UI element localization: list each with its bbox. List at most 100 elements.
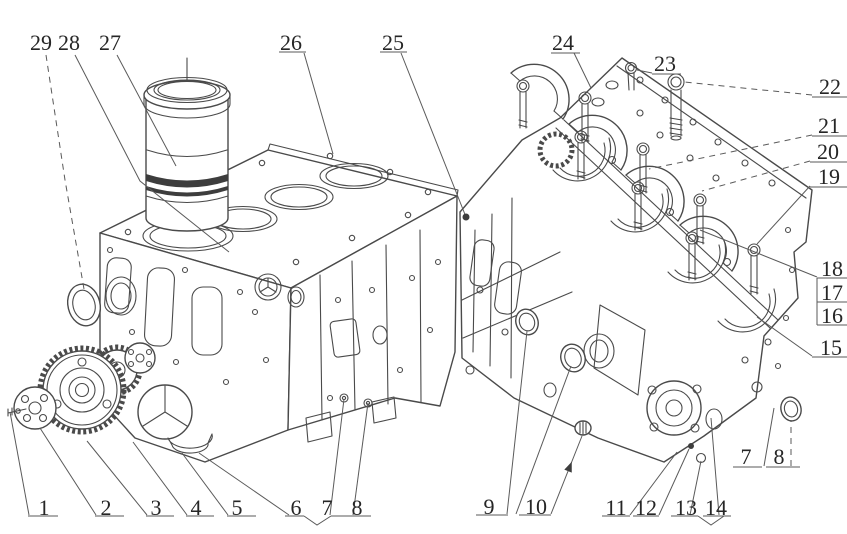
bearing-cap bbox=[679, 215, 761, 295]
callout-number: 28 bbox=[58, 30, 80, 55]
callout-14: 14 bbox=[703, 417, 731, 520]
callout-18: 18 bbox=[699, 229, 847, 281]
callout-number: 9 bbox=[484, 494, 495, 519]
callout-8: 8 bbox=[346, 402, 371, 520]
bearing-cap bbox=[537, 114, 650, 194]
callout-6: 6 bbox=[198, 452, 304, 520]
callout-number: 26 bbox=[280, 30, 302, 55]
crankcase-left-face bbox=[461, 197, 646, 398]
leader-line bbox=[303, 52, 334, 155]
pan-rail-plate bbox=[555, 65, 807, 329]
main-bearing-caps bbox=[510, 63, 761, 295]
callout-4: 4 bbox=[132, 441, 214, 520]
leader-line bbox=[689, 460, 702, 516]
callout-8b: 8 bbox=[766, 420, 800, 469]
callout-number: 16 bbox=[821, 303, 843, 328]
callout-19: 19 bbox=[756, 164, 847, 245]
leader-line bbox=[648, 134, 813, 170]
callout-number: 7 bbox=[741, 444, 752, 469]
leader-line bbox=[198, 452, 290, 516]
callout-3: 3 bbox=[86, 440, 174, 520]
callout-number: 23 bbox=[654, 51, 676, 76]
callout-number: 13 bbox=[675, 495, 697, 520]
oil-pump bbox=[646, 380, 723, 464]
seal-ring-29 bbox=[66, 283, 102, 327]
leader-line bbox=[132, 441, 188, 516]
block-side-face bbox=[287, 195, 458, 443]
callout-number: 14 bbox=[705, 495, 727, 520]
leader-line bbox=[515, 365, 572, 515]
dowel-pin bbox=[7, 407, 27, 417]
leader-line bbox=[701, 160, 811, 192]
leader-line bbox=[573, 52, 592, 89]
leader-line bbox=[763, 407, 775, 467]
right-engine-block bbox=[459, 57, 813, 463]
leader-line bbox=[74, 54, 230, 253]
leader-line bbox=[181, 452, 229, 516]
callout-number: 1 bbox=[39, 495, 50, 520]
callout-number: 20 bbox=[817, 139, 839, 164]
callout-10: 10 bbox=[519, 435, 583, 519]
callout-1: 1 bbox=[9, 411, 58, 520]
leader-line bbox=[699, 229, 818, 278]
callout-number: 25 bbox=[382, 30, 404, 55]
callout-number: 17 bbox=[821, 280, 843, 305]
leader-line bbox=[45, 54, 85, 290]
callout-25: 25 bbox=[380, 30, 470, 221]
leader-line bbox=[352, 402, 369, 516]
callout-17: 17 bbox=[817, 280, 847, 305]
callout-16: 16 bbox=[817, 303, 847, 328]
seal-ring-8 bbox=[780, 396, 802, 422]
cylinder-liner bbox=[143, 57, 231, 232]
leader-line bbox=[86, 440, 148, 516]
cup-plug bbox=[574, 420, 592, 436]
callout-28: 28 bbox=[58, 30, 230, 253]
callout-number: 18 bbox=[821, 256, 843, 281]
callout-23: 23 bbox=[636, 51, 681, 76]
callout-number: 8 bbox=[352, 495, 363, 520]
bearing-cap bbox=[625, 165, 707, 245]
callout-21: 21 bbox=[648, 113, 847, 170]
callout-number: 22 bbox=[819, 74, 841, 99]
callout-bracket bbox=[303, 515, 332, 526]
callout-27: 27 bbox=[99, 30, 177, 167]
cover-plate bbox=[124, 342, 156, 374]
callout-bracket bbox=[697, 515, 725, 526]
thrust-flange bbox=[13, 386, 57, 430]
callout-number: 3 bbox=[151, 495, 162, 520]
leader-line bbox=[756, 316, 813, 357]
leader-arrow bbox=[564, 461, 572, 473]
callout-26: 26 bbox=[279, 30, 334, 155]
callout-number: 27 bbox=[99, 30, 121, 55]
timing-gear-train bbox=[7, 342, 213, 454]
callout-20: 20 bbox=[701, 139, 847, 192]
main-bearing-saddles bbox=[552, 137, 777, 333]
callout-number: 7 bbox=[322, 495, 333, 520]
bearing-cap bbox=[510, 63, 592, 143]
leader-line bbox=[9, 411, 30, 516]
callout-9: 9 bbox=[476, 330, 572, 519]
callout-number: 4 bbox=[191, 495, 202, 520]
callout-number: 21 bbox=[818, 113, 840, 138]
o-ring-seals bbox=[515, 308, 615, 373]
callout-number: 12 bbox=[635, 495, 657, 520]
callout-number: 19 bbox=[818, 164, 840, 189]
leader-line bbox=[756, 185, 811, 245]
leader-line bbox=[629, 451, 678, 516]
callout-number: 8 bbox=[774, 444, 785, 469]
callout-24: 24 bbox=[551, 30, 592, 89]
callout-7b: 7 bbox=[733, 407, 775, 469]
front-face-port-hole bbox=[105, 276, 137, 316]
callout-number: 2 bbox=[101, 495, 112, 520]
callout-2: 2 bbox=[39, 427, 124, 520]
callout-number: 10 bbox=[525, 494, 547, 519]
callout-number: 29 bbox=[30, 30, 52, 55]
callout-number: 11 bbox=[605, 495, 626, 520]
callout-number: 15 bbox=[820, 335, 842, 360]
leader-line bbox=[39, 427, 97, 516]
callout-29: 29 bbox=[30, 30, 85, 290]
deck-bolt bbox=[624, 61, 638, 91]
